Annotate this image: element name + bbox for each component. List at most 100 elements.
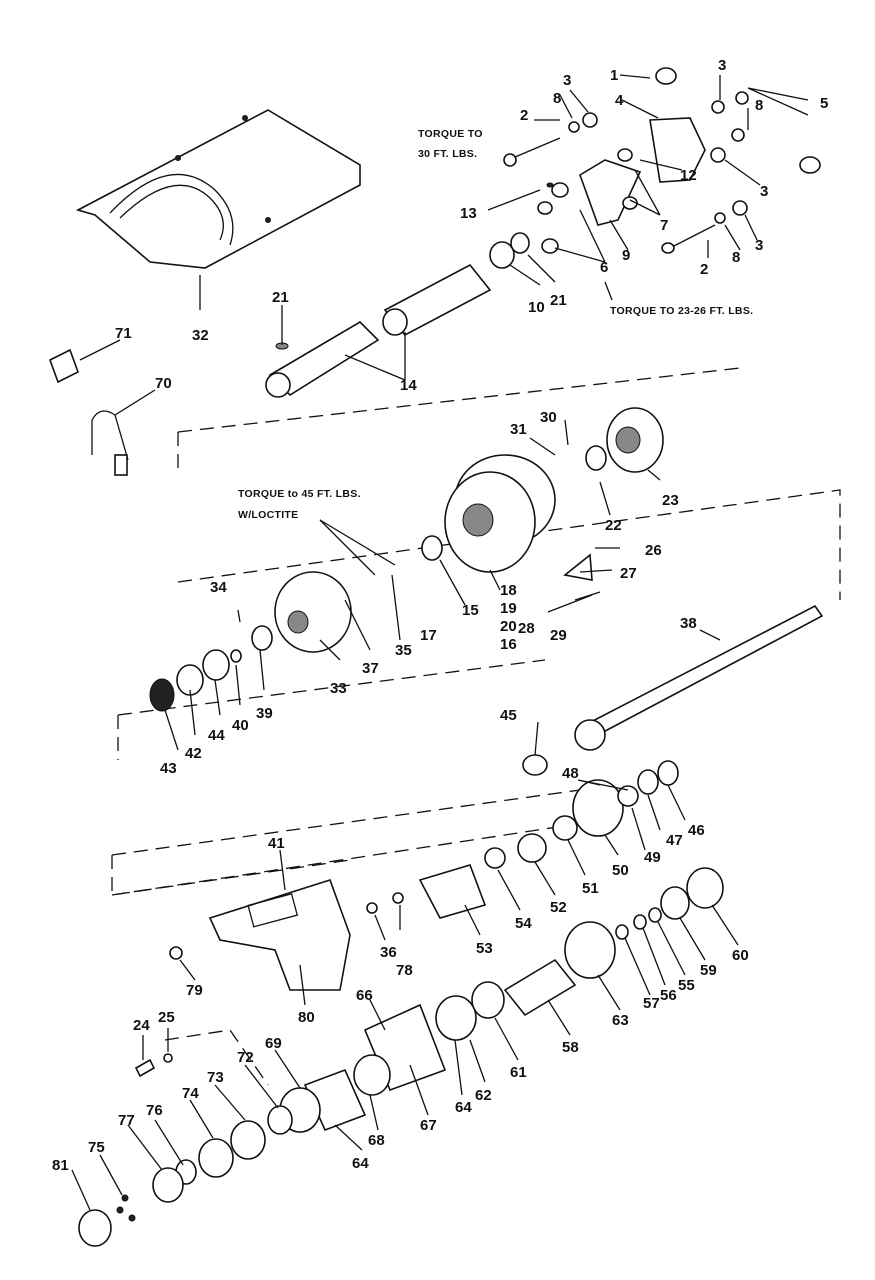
callout-51: 51 [582,880,599,897]
callout-4: 4 [615,92,624,109]
callout-63: 63 [612,1012,629,1029]
callout-35: 35 [395,642,412,659]
callout-37: 37 [362,660,379,677]
callout-15: 15 [462,602,479,619]
callout-7: 7 [660,217,668,234]
callout-31: 31 [510,421,527,438]
callout-50: 50 [612,862,629,879]
callout-27: 27 [620,565,637,582]
callout-78: 78 [396,962,413,979]
callout-56: 56 [660,987,677,1004]
callout-18: 18 [500,582,517,599]
callout-64: 64 [352,1155,369,1172]
gearbox-parts [78,754,724,1247]
callout-36: 36 [380,944,397,961]
callout-3-d: 3 [755,237,763,254]
bracket-assembly [489,67,821,269]
clutch-assembly [149,407,664,712]
torque-note-30-line2: 30 FT. LBS. [418,148,477,160]
callout-76: 76 [146,1102,163,1119]
callout-40: 40 [232,717,249,734]
callout-52: 52 [550,899,567,916]
torque-note-30-line1: TORQUE TO [418,128,483,140]
callout-24: 24 [133,1017,150,1034]
callout-47: 47 [666,832,683,849]
callout-23: 23 [662,492,679,509]
alignment-lines [111,367,841,1086]
callout-22: 22 [605,517,622,534]
callout-6: 6 [600,259,608,276]
callout-38: 38 [680,615,697,632]
callout-66: 66 [356,987,373,1004]
callout-14: 14 [400,377,417,394]
callout-54: 54 [515,915,532,932]
callout-58: 58 [562,1039,579,1056]
callout-12: 12 [680,167,697,184]
callout-75: 75 [88,1139,105,1156]
callout-1: 1 [610,67,618,84]
callout-13: 13 [460,205,477,222]
shaft-assembly-part-14 [265,263,492,398]
callout-80: 80 [298,1009,315,1026]
callout-20: 20 [500,618,517,635]
callout-39: 39 [256,705,273,722]
callout-70: 70 [155,375,172,392]
top-cover-part-32 [75,109,361,269]
callout-16: 16 [500,636,517,653]
callout-74: 74 [182,1085,199,1102]
callout-10: 10 [528,299,545,316]
callout-2-top: 2 [520,107,528,124]
callout-60: 60 [732,947,749,964]
callout-73: 73 [207,1069,224,1086]
torque-note-23-26: TORQUE TO 23-26 FT. LBS. [610,305,753,317]
callout-44: 44 [208,727,225,744]
callout-8-c: 8 [732,249,740,266]
callout-21-left: 21 [272,289,289,306]
callout-59: 59 [700,962,717,979]
callout-57: 57 [643,995,660,1012]
callout-5: 5 [820,95,828,112]
callout-48: 48 [562,765,579,782]
callout-65: 64 [455,1099,472,1116]
callout-numbers: 1 2 3 3 3 3 4 5 8 8 8 12 7 6 9 13 2 10 2… [52,57,828,1174]
callout-33: 33 [330,680,347,697]
callout-77: 77 [118,1112,135,1129]
callout-55: 55 [678,977,695,994]
callout-41: 41 [268,835,285,852]
callout-2-bottom: 2 [700,261,708,278]
torque-note-45-line1: TORQUE to 45 FT. LBS. [238,488,361,500]
callout-79: 79 [186,982,203,999]
callout-72: 72 [237,1049,254,1066]
torque-note-45-line2: W/LOCTITE [238,509,298,521]
callout-68: 68 [368,1132,385,1149]
callout-9: 9 [622,247,630,264]
torque-notes: TORQUE TO 30 FT. LBS. TORQUE TO 23-26 FT… [238,128,753,521]
callout-67: 67 [420,1117,437,1134]
callout-19: 19 [500,600,517,617]
leader-lines [71,74,809,1211]
callout-34: 34 [210,579,227,596]
callout-61: 61 [510,1064,527,1081]
callout-49: 49 [644,849,661,866]
callout-8-a: 8 [553,90,561,107]
callout-30: 30 [540,409,557,426]
callout-62: 62 [475,1087,492,1104]
callout-3-a: 3 [563,72,571,89]
callout-17: 17 [420,627,437,644]
callout-53: 53 [476,940,493,957]
callout-21-right: 21 [550,292,567,309]
callout-8-b: 8 [755,97,763,114]
callout-45: 45 [500,707,517,724]
callout-28: 28 [518,620,535,637]
callout-25: 25 [158,1009,175,1026]
callout-3-c: 3 [760,183,768,200]
electrical-parts [49,348,129,476]
callout-32: 32 [192,327,209,344]
callout-69: 69 [265,1035,282,1052]
callout-29: 29 [550,627,567,644]
long-shaft-part-38 [574,604,824,751]
callout-42: 42 [185,745,202,762]
callout-71: 71 [115,325,132,342]
callout-43: 43 [160,760,177,777]
